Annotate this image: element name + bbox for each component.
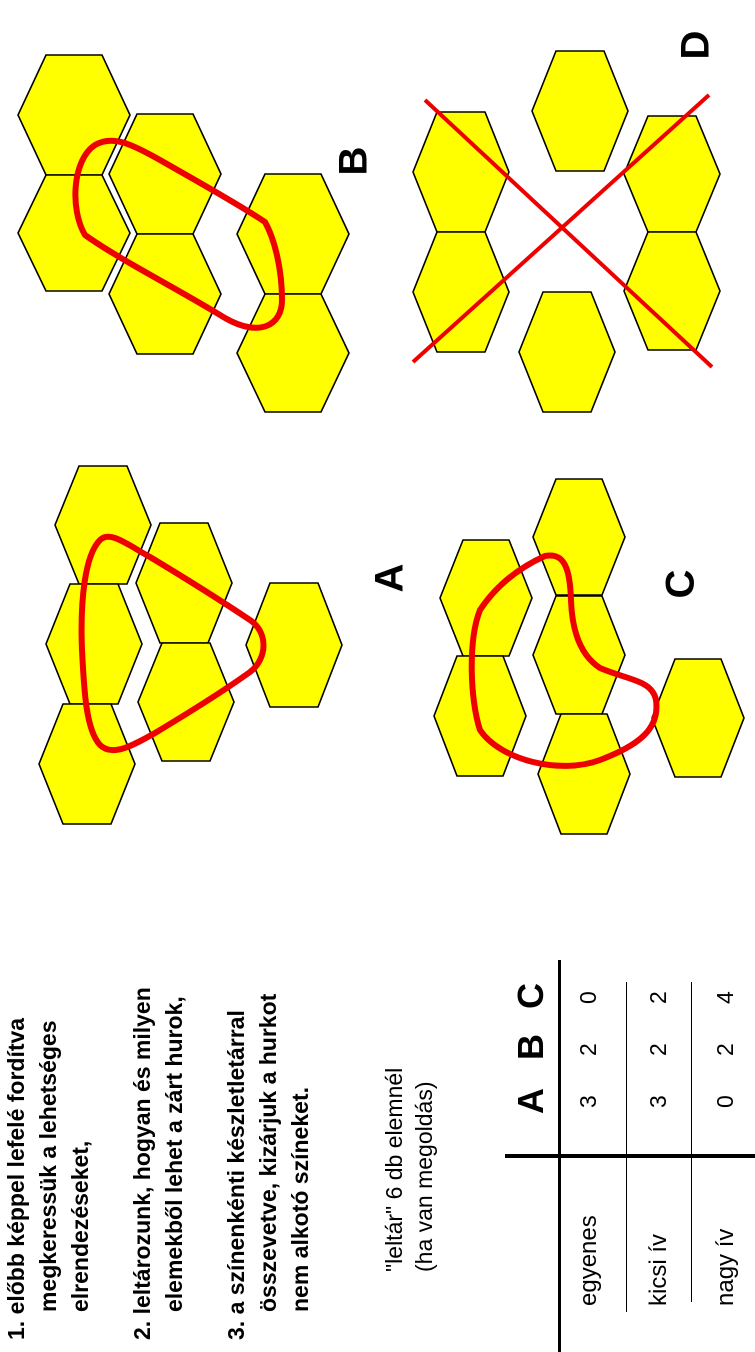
figure-a-hexagon [45,583,143,705]
step-number: 2. [129,1320,155,1340]
figure-d-hexagon [412,231,510,353]
row-separator [691,1157,692,1302]
table-cell: 4 [712,991,738,1004]
row-label: kicsi ív [645,1234,672,1306]
figure-label-d: D [674,31,718,60]
row-separator [626,1157,627,1312]
step-line: elemekből lehet a zárt hurok, [161,996,187,1312]
inventory-caption-line: "leltár" 6 db elemnél [381,1067,407,1272]
column-header-b: B [510,1034,551,1060]
figure-label-a: A [368,564,412,593]
figure-c-loop [468,552,660,769]
figure-b-hexagon [17,174,131,292]
figure-label-c: C [659,570,703,599]
row-label: nagy ív [712,1228,739,1306]
figure-b: B [17,54,376,413]
step-line: előbb képpel lefelé fordítva [3,1017,29,1315]
figure-d-cross-line [411,93,711,364]
figure-c: C [433,478,745,835]
column-header-a: A [510,1088,551,1114]
step-1: 1. előbb képpel lefelé fordítva [2,1018,30,1340]
step-line: a színenkénti készletletárral [223,1010,249,1315]
step-number: 3. [223,1320,249,1340]
table-label-rule [505,1154,755,1158]
table-cell: 3 [645,1095,671,1108]
table-cell: 3 [575,1095,601,1108]
figure-d-hexagon [518,291,616,413]
figure-b-loop [72,137,285,331]
figure-c-hexagon [433,655,527,777]
table-cell: 2 [645,1043,671,1056]
step-line: megkeressük a lehetséges [35,1020,61,1312]
figure-c-hexagon [532,478,626,596]
table-cell: 2 [575,1043,601,1056]
figure-a-hexagon [38,703,136,825]
figure-label-b: B [332,147,376,176]
figure-c-hexagon [537,713,631,835]
step-2: 2. leltározunk, hogyan és milyen [128,987,156,1340]
table-cell: 0 [712,1095,738,1108]
row-separator [691,982,692,1154]
column-header-c: C [510,983,551,1009]
step-number: 1. [3,1320,29,1340]
figure-a-hexagon [245,582,343,708]
row-separator [626,982,627,1154]
figure-d-cross-line [423,98,714,369]
step-3: 3. a színenkénti készletletárral [222,1010,250,1340]
table-cell: 2 [712,1043,738,1056]
step-line: leltározunk, hogyan és milyen [129,987,155,1315]
table-cell: 2 [645,991,671,1004]
inventory-caption-line: (ha van megoldás) [411,1081,437,1273]
figure-a-hexagon [54,465,152,585]
table-cell: 0 [575,991,601,1004]
step-line: nem alkotó színeket. [287,1087,313,1312]
figure-a: A [38,465,412,825]
step-line: összevetve, kizárjuk a hurkot [255,993,281,1312]
row-label: egyenes [575,1215,602,1306]
figure-d: D [411,31,721,413]
figure-d-hexagon [531,50,629,172]
step-line: elrendezéseket, [67,1140,93,1312]
figure-a-loop [78,533,267,754]
